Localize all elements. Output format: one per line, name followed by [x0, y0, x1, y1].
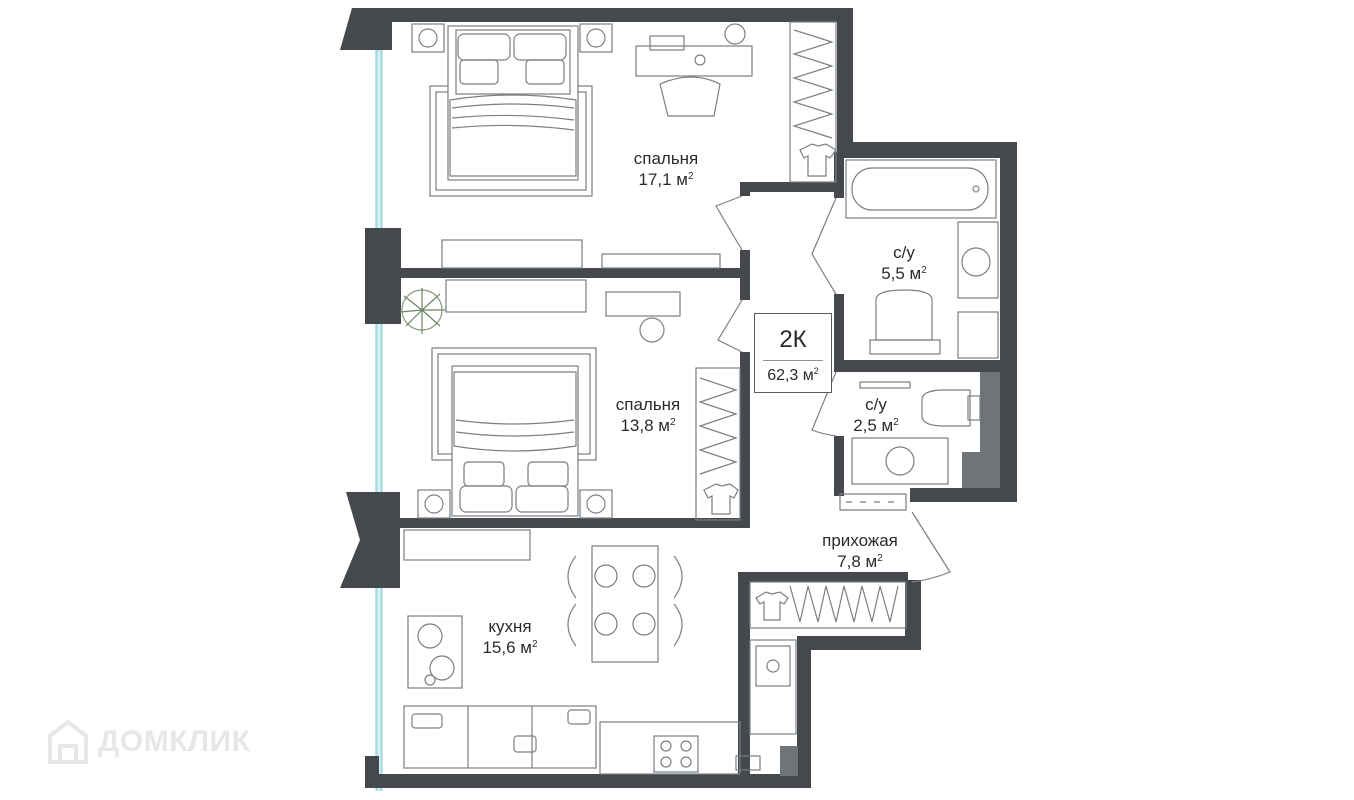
badge-divider [763, 360, 823, 361]
room-name: с/у [893, 243, 915, 262]
watermark-text: ДОМКЛИК [98, 725, 251, 758]
house-logo-icon [48, 720, 88, 764]
apartment-type: 2К [779, 326, 807, 353]
door-bath2 [811, 371, 837, 437]
room-label-bath2: с/у 2,5 м2 [853, 394, 899, 436]
door-bedroom2 [717, 299, 743, 353]
room-area: 15,6 м2 [482, 638, 538, 657]
room-name: прихожая [822, 531, 898, 550]
watermark: ДОМКЛИК [48, 712, 250, 772]
room-label-hall: прихожая 7,8 м2 [822, 530, 898, 572]
apartment-total-area: 62,3 м2 [767, 366, 819, 385]
door-entrance [911, 511, 951, 583]
door-bath1 [811, 197, 837, 295]
interior-walls [392, 152, 1000, 778]
bathroom1-fixtures [845, 159, 999, 359]
room-label-bedroom1: спальня 17,1 м2 [634, 148, 699, 190]
room-area: 5,5 м2 [881, 264, 927, 283]
room-area: 17,1 м2 [638, 170, 694, 189]
room-label-bath1: с/у 5,5 м2 [881, 242, 927, 284]
room-name: спальня [615, 395, 681, 414]
kitchen-furniture [403, 529, 797, 775]
room-name: с/у [865, 395, 887, 414]
bathroom2-fixtures [839, 381, 981, 511]
plant-icon [399, 288, 446, 334]
hall-furniture [749, 581, 907, 629]
bedroom2-furniture [399, 279, 741, 521]
room-area: 7,8 м2 [837, 552, 883, 571]
room-area: 2,5 м2 [853, 416, 899, 435]
room-label-kitchen: кухня 15,6 м2 [482, 616, 537, 658]
apartment-badge: 2К 62,3 м2 [754, 313, 832, 393]
window-glass [375, 49, 383, 791]
room-label-bedroom2: спальня 13,8 м2 [616, 394, 681, 436]
room-name: кухня [488, 617, 532, 636]
room-name: спальня [633, 149, 699, 168]
door-bedroom1 [715, 195, 743, 251]
room-area: 13,8 м2 [620, 416, 676, 435]
bedroom1-furniture [411, 21, 837, 269]
doors [715, 195, 951, 583]
shafts [780, 372, 1000, 776]
